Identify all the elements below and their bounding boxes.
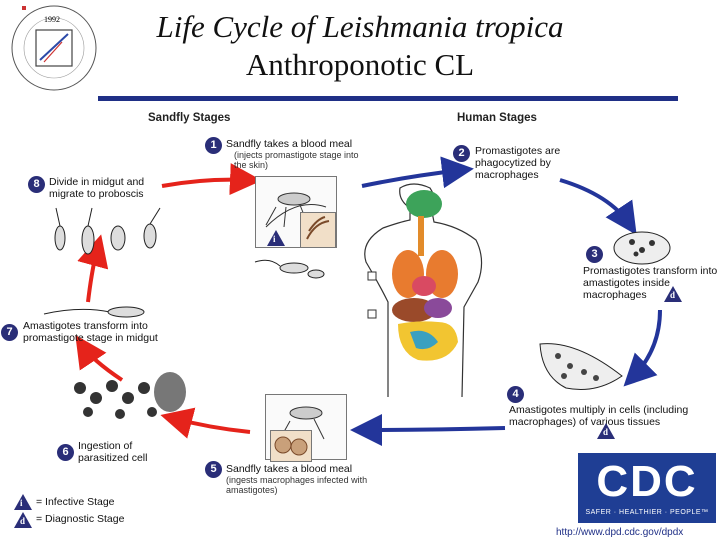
- stage-5-number: 5: [205, 461, 222, 478]
- university-logo: 1992: [2, 2, 106, 96]
- promastigote-icon: [254, 259, 325, 279]
- legend-infective-marker: i: [14, 494, 32, 510]
- stage-5-text: Sandfly takes a blood meal: [226, 463, 353, 475]
- arrow-5-to-6: [160, 407, 251, 439]
- stage-5-macrophage-inset: [270, 430, 312, 462]
- slide-title: Life Cycle of Leishmania tropica Anthrop…: [100, 8, 620, 84]
- stage-5-label: Sandfly takes a blood meal (ingests macr…: [226, 463, 396, 495]
- stage-4-number: 4: [507, 386, 524, 403]
- title-line-1: Life Cycle of Leishmania tropica: [156, 9, 564, 44]
- stage-1-promastigote-inset: [300, 212, 336, 248]
- stage-1-number: 1: [205, 137, 222, 154]
- stage-8-number: 8: [28, 176, 45, 193]
- stage-4-label: Amastigotes multiply in cells (including…: [509, 404, 689, 428]
- cdc-url: http://www.dpd.cdc.gov/dpdx: [556, 527, 684, 538]
- arrow-2-to-3: [559, 178, 637, 235]
- human-body-illustration: [364, 183, 483, 398]
- stage-7-number: 7: [1, 324, 18, 341]
- arrow-4-to-5: [350, 413, 506, 446]
- arrow-6-to-7: [75, 335, 124, 382]
- arrow-7-to-8: [77, 234, 109, 303]
- stage-3-number: 3: [586, 246, 603, 263]
- stage-3-macrophage-image: [613, 231, 671, 265]
- stage-8-label: Divide in midgut and migrate to probosci…: [49, 176, 145, 200]
- stage-4-tissue-image: [539, 343, 623, 390]
- stage-7-promastigote-image: [43, 306, 145, 318]
- stage-1-text: Sandfly takes a blood meal: [226, 138, 353, 150]
- legend-infective-text: = Infective Stage: [36, 496, 115, 508]
- stage-6-number: 6: [57, 444, 74, 461]
- legend-diagnostic-text: = Diagnostic Stage: [36, 513, 125, 525]
- arrow-3-to-4: [623, 309, 662, 387]
- legend: i = Infective Stage d = Diagnostic Stage: [12, 492, 212, 532]
- logo-year: 1992: [44, 15, 60, 24]
- cdc-tagline: SAFER · HEALTHIER · PEOPLE™: [585, 509, 709, 516]
- stage-3-label: Promastigotes transform into amastigotes…: [583, 265, 718, 301]
- stage-2-label: Promastigotes are phagocytized by macrop…: [475, 145, 561, 181]
- stage-5-subtext: (ingests macrophages infected with amast…: [226, 475, 368, 495]
- legend-diagnostic-marker: d: [14, 512, 32, 528]
- stage-7-label: Amastigotes transform into promastigote …: [23, 320, 158, 344]
- diagnostic-stage-marker-4: d: [597, 423, 615, 439]
- sandfly-stages-header: Sandfly Stages: [148, 112, 231, 124]
- cdc-logo-text: CDC: [596, 457, 698, 506]
- title-line-2: Anthroponotic CL: [245, 47, 475, 82]
- infective-stage-marker: i: [267, 230, 285, 246]
- arrow-1-to-2: [361, 156, 474, 189]
- cdc-logo: CDC SAFER · HEALTHIER · PEOPLE™: [578, 453, 716, 523]
- title-divider: [98, 96, 678, 101]
- stage-1-subtext: (injects promastigote stage into the ski…: [234, 150, 359, 170]
- stage-2-number: 2: [453, 145, 470, 162]
- arrow-8-to-1: [161, 163, 262, 196]
- stage-8-promastigotes-image: [54, 207, 161, 255]
- human-stages-header: Human Stages: [457, 112, 537, 124]
- stage-6-label: Ingestion of parasitized cell: [78, 440, 148, 464]
- diagnostic-stage-marker-3: d: [664, 286, 682, 302]
- stage-1-label: Sandfly takes a blood meal (injects prom…: [226, 138, 396, 170]
- stage-6-parasitized-cell-image: [74, 372, 186, 419]
